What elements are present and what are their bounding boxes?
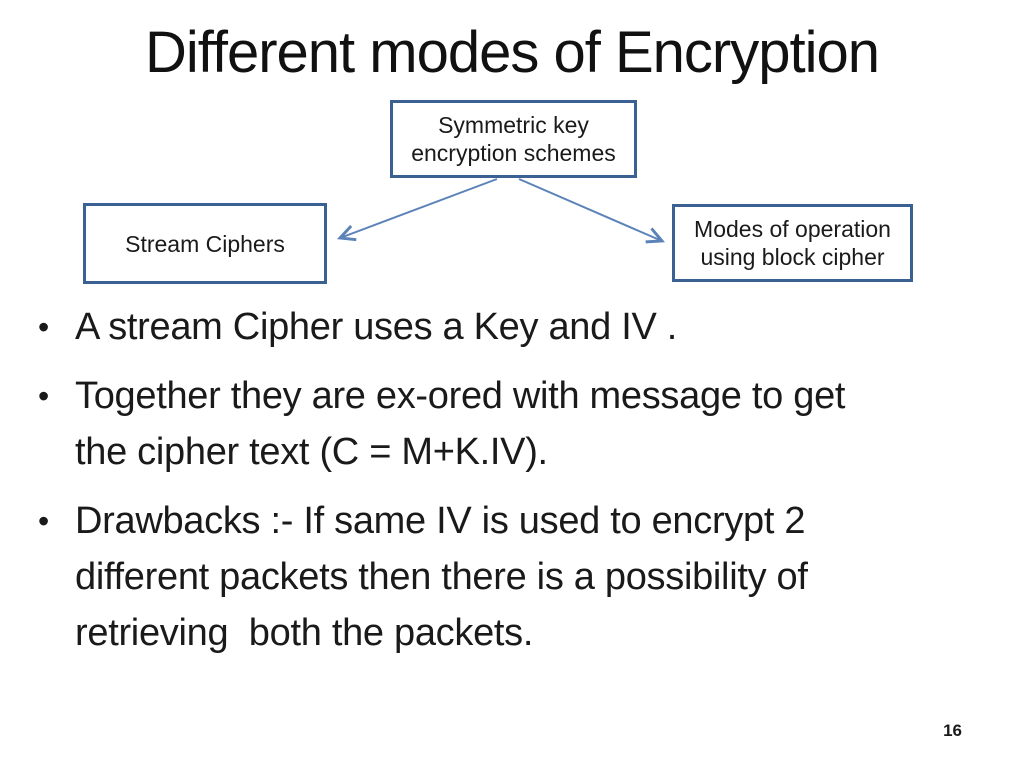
bullet-text: Drawbacks :- If same IV is used to encry… (75, 500, 808, 654)
bullet-text: Together they are ex-ored with message t… (75, 375, 846, 473)
bullet-marker: • (38, 309, 50, 345)
page-number: 16 (943, 721, 962, 740)
encryption-schemes-diagram: Symmetric key encryption schemes Stream … (0, 0, 1024, 300)
bullet-item: • Drawbacks :- If same IV is used to enc… (38, 493, 978, 661)
bullet-text: A stream Cipher uses a Key and IV . (75, 306, 678, 348)
diagram-box-label: Symmetric key encryption schemes (411, 112, 616, 166)
slide-title: Different modes of Encryption (145, 20, 880, 85)
bullet-item: • Together they are ex-ored with message… (38, 368, 978, 480)
bullet-marker: • (38, 378, 50, 414)
diagram-box-label: Stream Ciphers (125, 230, 285, 257)
arrow-to-stream-ciphers (336, 178, 498, 242)
arrow-to-modes-of-operation (518, 178, 666, 244)
diagram-box-stream-ciphers: Stream Ciphers (83, 203, 327, 284)
bullet-marker: • (38, 503, 50, 539)
bullet-item: • A stream Cipher uses a Key and IV . (38, 299, 978, 355)
diagram-box-label: Modes of operation using block cipher (694, 216, 891, 270)
diagram-box-modes-of-operation: Modes of operation using block cipher (672, 204, 913, 282)
bullet-list: • A stream Cipher uses a Key and IV . • … (38, 299, 978, 674)
diagram-box-symmetric-key: Symmetric key encryption schemes (390, 100, 637, 178)
